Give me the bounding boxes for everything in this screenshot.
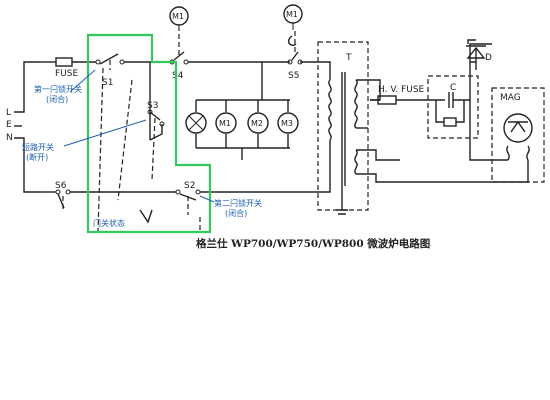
terminal-n-label: N (6, 133, 13, 143)
lamp-symbol (185, 112, 207, 134)
terminal-l-label: L (6, 108, 11, 118)
fuse-label: FUSE (55, 69, 78, 79)
s6-label: S6 (55, 181, 67, 191)
s4-label: S4 (172, 71, 184, 81)
top-motor-b (283, 4, 303, 30)
motor-m2-label: M2 (251, 119, 263, 128)
transformer-symbol (317, 41, 480, 215)
magnetron-symbol (480, 87, 545, 183)
s1-switch-symbol (95, 53, 125, 70)
s2-label: S2 (184, 181, 195, 191)
motor-m1 (215, 112, 237, 134)
s5-switch-symbol (287, 30, 303, 65)
first-lock-title: 第一闩锁开关 (34, 84, 82, 94)
top-motor-a-label: M1 (172, 12, 184, 21)
short-switch-state: (断开) (26, 152, 48, 162)
s3-switch-symbol (117, 79, 165, 201)
diagram-title: 格兰仕 WP700/WP750/WP800 微波炉电路图 (196, 237, 430, 250)
interlock-highlight (86, 33, 212, 234)
top-rail (40, 57, 322, 67)
fuse-symbol (55, 57, 73, 67)
motor-m3 (277, 112, 299, 134)
hv-section (370, 43, 492, 161)
door-linkage (97, 67, 201, 233)
s6-switch-symbol (55, 189, 71, 212)
terminal-e-label: E (6, 120, 12, 130)
s5-label: S5 (288, 71, 299, 81)
diode-label: D (485, 53, 492, 63)
short-switch-annotation (63, 119, 147, 147)
transformer-label: T (345, 53, 352, 63)
capacitor-label: C (450, 83, 456, 93)
s1-label: S1 (102, 78, 113, 88)
s3-label: S3 (147, 101, 158, 111)
motor-m1-label: M1 (219, 119, 231, 128)
top-motor-b-label: M1 (286, 10, 298, 19)
magnetron-label: MAG (500, 93, 521, 103)
load-branch-wires (149, 62, 290, 160)
diode-symbol (466, 39, 486, 70)
second-lock-state: (闭合) (225, 208, 247, 218)
door-state-label: 门关状态 (93, 218, 125, 228)
first-lock-annotation (69, 69, 96, 93)
motor-m3-label: M3 (281, 119, 293, 128)
s2-switch-symbol (175, 189, 201, 215)
first-lock-state: (闭合) (46, 94, 68, 104)
short-switch-title: 短路开关 (22, 142, 54, 152)
top-motor-a (169, 6, 189, 30)
hv-fuse-label: H. V. FUSE (378, 85, 425, 95)
second-lock-annotation (199, 195, 215, 203)
s4-switch-symbol (169, 28, 189, 65)
motor-m2 (247, 112, 269, 134)
terminal-wires (14, 61, 40, 193)
second-lock-title: 第二闩锁开关 (214, 198, 262, 208)
